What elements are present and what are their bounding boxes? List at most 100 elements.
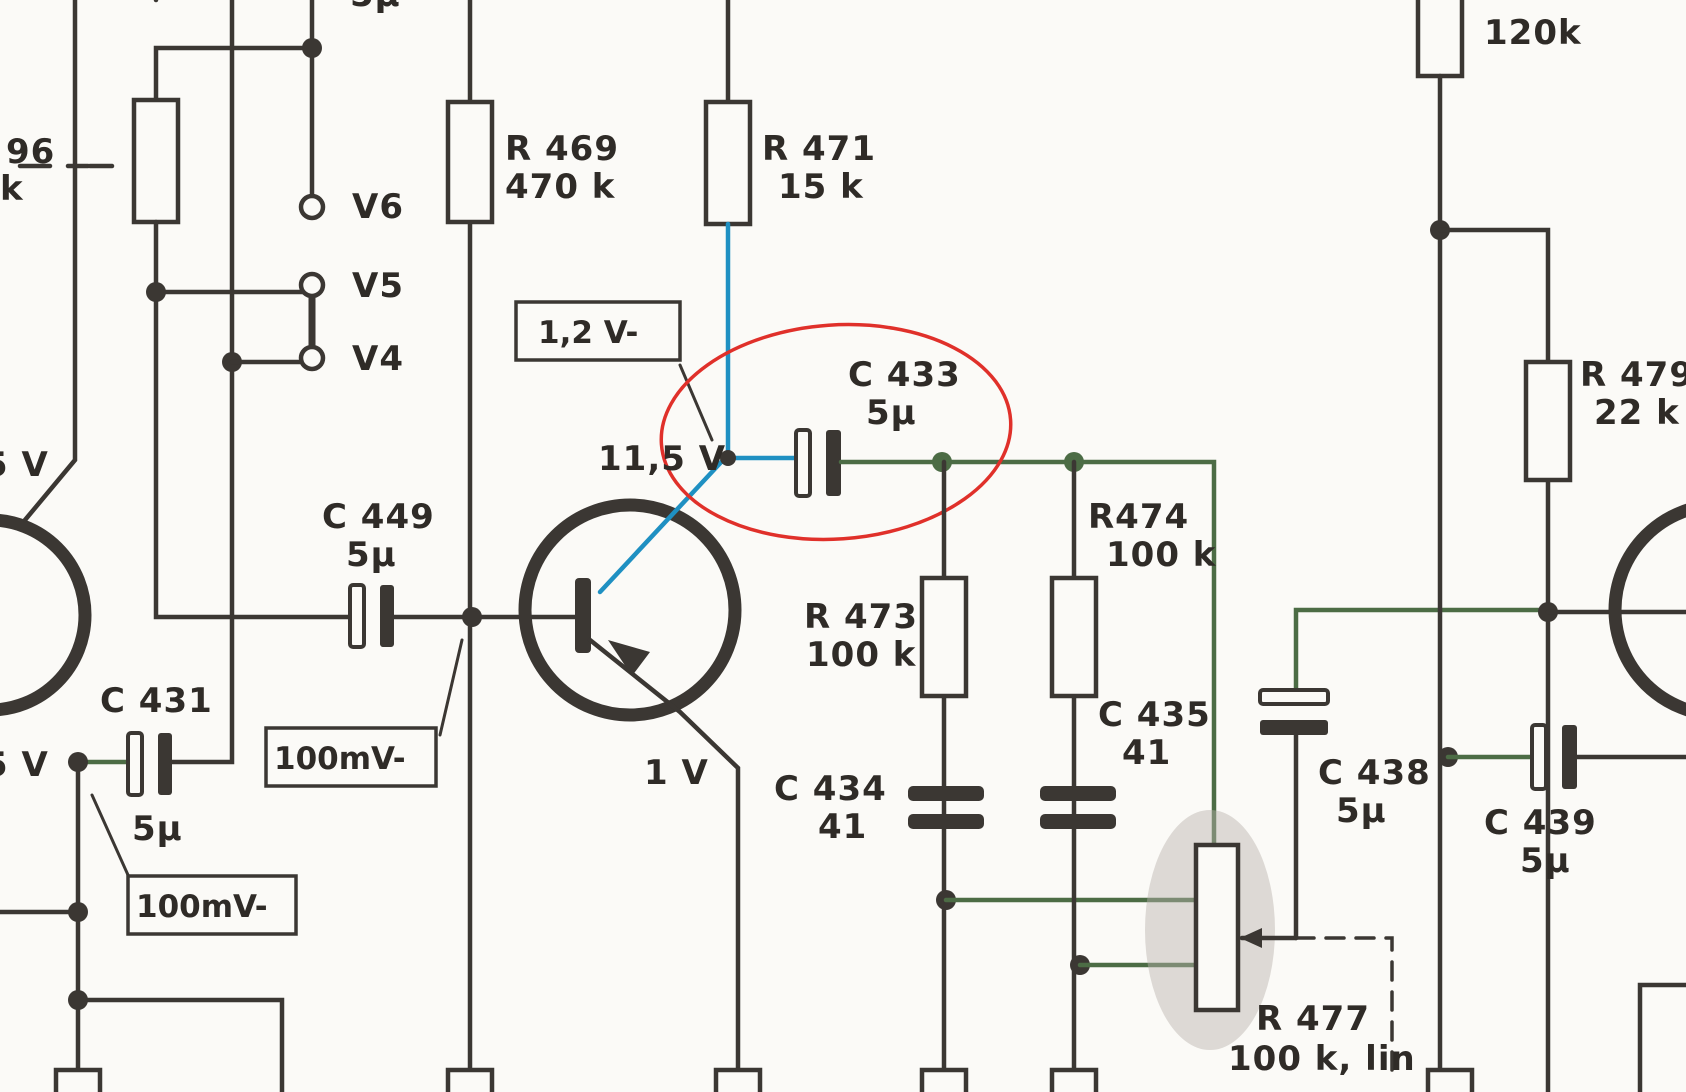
node-left-3 [68, 990, 88, 1010]
c431-plate-open [126, 731, 144, 797]
label-r469-val: 470 k [505, 167, 616, 207]
resistor-bottom-r473 [919, 1067, 969, 1092]
wire-c433-output [838, 459, 1217, 848]
label-v-emitter: 1 V [644, 753, 709, 793]
label-r477-name: R 477 [1256, 999, 1370, 1039]
label-r-top-right-val: 120k [1484, 13, 1582, 53]
right-section [1415, 0, 1686, 1092]
c438-plate-solid [1260, 720, 1328, 735]
c438-branch [1258, 607, 1551, 941]
emitter-arrow [608, 640, 650, 676]
pointer-box-top [678, 363, 714, 442]
label-v5: V5 [352, 266, 404, 306]
label-c433-name: C 433 [848, 355, 961, 395]
resistor-bottom-right [1425, 1067, 1475, 1092]
collector-stage [654, 0, 1217, 848]
label-top-cut: 5μ [350, 0, 401, 15]
label-c449-val: 5μ [346, 535, 397, 575]
terminal-v6[interactable] [298, 193, 326, 221]
label-c431-val: 5μ [132, 809, 183, 849]
label-v4: V4 [352, 339, 404, 379]
c434-plate-1 [908, 786, 984, 801]
label-v-box-top: 1,2 V- [538, 315, 638, 351]
c449-plate-solid [380, 585, 394, 647]
resistor-r473 [919, 575, 969, 699]
label-v-left-top: 5 V [0, 445, 49, 485]
transistor-right-body [1608, 503, 1686, 717]
resistor-top-right [1415, 0, 1465, 79]
terminal-v5[interactable] [298, 271, 326, 299]
label-c439-val: 5μ [1520, 841, 1571, 881]
voltage-box-left [126, 874, 298, 936]
transistor-main [518, 363, 763, 1092]
transistor-left-body [0, 514, 92, 716]
pointer-left-box [90, 793, 130, 877]
pot-wiper-head [1240, 928, 1262, 948]
wire-r479 [1437, 227, 1551, 1092]
label-r474-name: R474 [1088, 497, 1189, 537]
node-res-v5 [146, 282, 166, 302]
label-v-collector: 11,5 V [598, 439, 726, 479]
resistor-bottom-r474 [1049, 1067, 1099, 1092]
wire-collector-blue [597, 455, 728, 595]
tone-branch-1 [908, 459, 1199, 1092]
c433-plate-solid [826, 430, 841, 496]
resistor-r474 [1049, 575, 1099, 699]
label-c434-name: C 434 [774, 769, 887, 809]
label-c434-val: 41 [818, 807, 867, 847]
wire-c438-top [1293, 607, 1551, 693]
label-c433-val: 5μ [866, 393, 917, 433]
c438-plate-open [1258, 688, 1330, 706]
label-v6: V6 [352, 187, 404, 227]
node-base [462, 607, 482, 627]
c449-plate-open [348, 583, 366, 649]
label-r479-name: R 479 [1580, 355, 1686, 395]
resistor-r479 [1523, 359, 1573, 483]
resistor-top-left [131, 97, 181, 225]
annotation-red-ellipse[interactable] [654, 313, 1018, 551]
label-c435-name: C 435 [1098, 695, 1211, 735]
wire-left-branch-2 [75, 997, 285, 1092]
node-left-2 [68, 902, 88, 922]
input-stage [348, 0, 583, 1092]
c435-plate-1 [1040, 786, 1116, 801]
label-r473-val: 100 k [806, 635, 917, 675]
c431-plate-solid [158, 733, 172, 795]
label-r-top-left-k: k [0, 169, 24, 209]
voltage-box-top [514, 300, 682, 362]
label-v-box-mid: 100mV- [274, 741, 406, 777]
wire-r471-to-collector-blue [725, 221, 803, 461]
label-c449-name: C 449 [322, 497, 435, 537]
pot-dashed-link [1294, 936, 1394, 1072]
node-left-1 [68, 752, 88, 772]
tone-branch-2 [1040, 459, 1199, 1092]
label-r477-val: 100 k, lin [1228, 1039, 1416, 1079]
voltage-box-mid [264, 726, 438, 788]
label-v-box-left: 100mV- [136, 889, 268, 925]
wire-res-top-loop [153, 0, 315, 103]
label-c438-val: 5μ [1336, 791, 1387, 831]
transistor-main-body [518, 498, 742, 722]
label-r473-name: R 473 [804, 597, 918, 637]
c434-plate-2 [908, 814, 984, 829]
label-c431-name: C 431 [100, 681, 213, 721]
label-r479-val: 22 k [1594, 393, 1680, 433]
node-collector [720, 450, 736, 466]
label-r474-val: 100 k [1106, 535, 1217, 575]
c439-plate-open [1530, 723, 1548, 791]
resistor-bottom-left [53, 1067, 103, 1092]
node-top-loop [302, 38, 322, 58]
label-r-top-left: 96 [6, 132, 55, 172]
resistor-r477[interactable] [1193, 842, 1241, 1013]
resistor-bottom-r469 [445, 1067, 495, 1092]
pointer-mid-box [438, 638, 464, 737]
terminal-v4[interactable] [298, 344, 326, 372]
resistor-r469 [445, 99, 495, 225]
c433-plate-open [794, 428, 812, 498]
resistor-r471 [703, 99, 753, 227]
transistor-base-bar [575, 578, 591, 653]
potentiometer-r477 [1145, 810, 1394, 1072]
label-c435-val: 41 [1122, 733, 1171, 773]
